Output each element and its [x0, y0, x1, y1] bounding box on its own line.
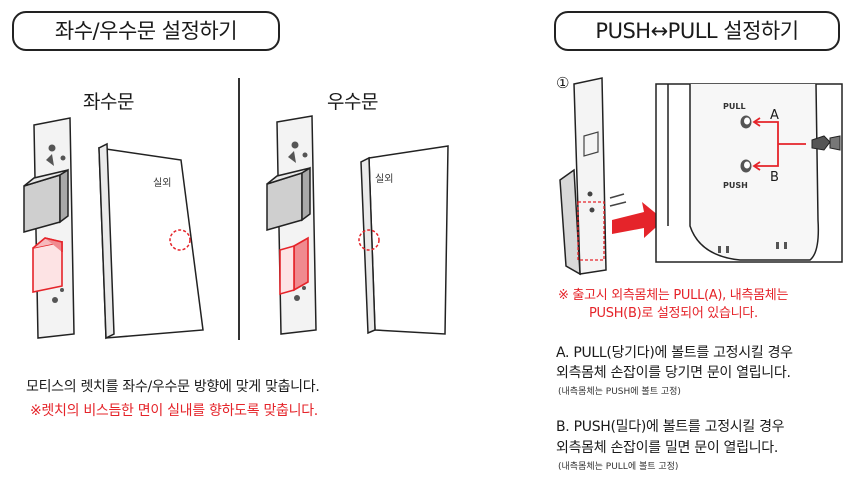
- section-title-handing: 좌수/우수문 설정하기: [12, 11, 280, 51]
- section-title-push-pull: PUSH↔PULL 설정하기: [554, 11, 840, 51]
- push-pull-diagram: [559, 77, 843, 276]
- deadbolt-block: [23, 168, 69, 233]
- section-divider: [238, 78, 240, 340]
- factory-note-line1: ※ 출고시 외측몸체는 PULL(A), 내측몸체는: [558, 288, 789, 303]
- marker-b: B: [770, 170, 779, 185]
- handing-warning: ※렛치의 비스듬한 면이 실내를 향하도록 맞춥니다.: [30, 403, 318, 419]
- left-door-label: 좌수문: [83, 91, 134, 113]
- latch-highlight: [279, 236, 309, 296]
- door-outside-label: 실외: [153, 178, 172, 189]
- door-panel: [360, 145, 449, 335]
- marker-a: A: [770, 108, 779, 123]
- bolt-screw: [811, 135, 841, 151]
- item-a-sub: (내측몸체는 PUSH에 볼트 고정): [558, 387, 681, 397]
- door-outside-label: 실외: [375, 174, 394, 185]
- left-door-diagram: [23, 117, 204, 340]
- handing-instruction: 모티스의 렛치를 좌수/우수문 방향에 맞게 맞춥니다.: [26, 379, 320, 395]
- item-a-line2: 외측몸체 손잡이를 당기면 문이 열립니다.: [556, 365, 791, 381]
- item-b-line2: 외측몸체 손잡이를 밀면 문이 열립니다.: [556, 440, 779, 456]
- item-a-line1: A. PULL(당기다)에 볼트를 고정시킬 경우: [556, 345, 793, 361]
- item-b-sub: (내측몸체는 PULL에 볼트 고정): [558, 462, 679, 472]
- step-number: ①: [556, 74, 570, 92]
- pull-label: PULL: [723, 102, 746, 111]
- right-door-label: 우수문: [327, 91, 378, 113]
- zoom-arrow: [612, 202, 664, 238]
- item-b-line1: B. PUSH(밀다)에 볼트를 고정시킬 경우: [556, 419, 785, 435]
- right-door-diagram: [266, 115, 449, 335]
- deadbolt-block: [266, 166, 311, 231]
- factory-note-line2: PUSH(B)로 설정되어 있습니다.: [589, 306, 758, 321]
- latch-highlight: [32, 237, 63, 293]
- push-label: PUSH: [723, 181, 748, 190]
- door-panel: [98, 142, 204, 340]
